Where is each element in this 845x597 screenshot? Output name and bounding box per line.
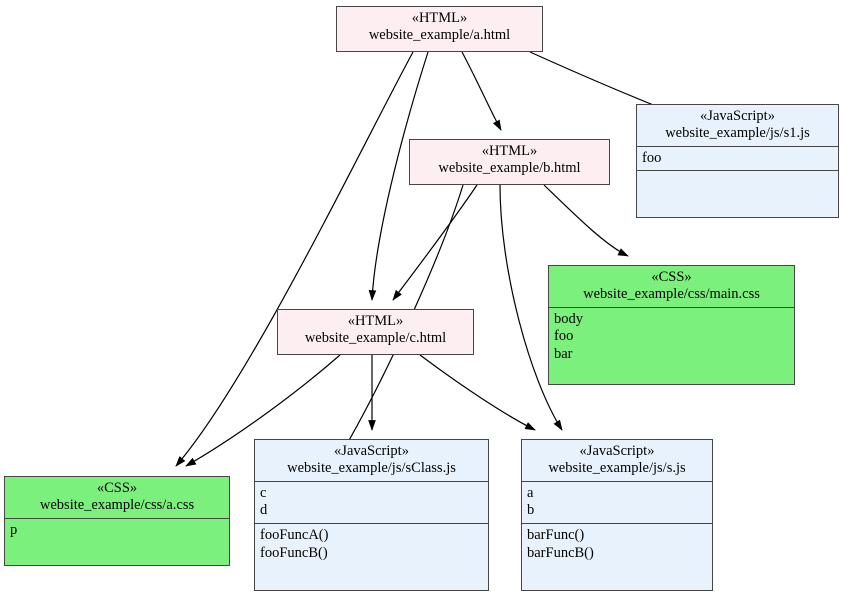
attribute-item: a	[527, 484, 534, 501]
attribute-item: foo	[554, 328, 574, 345]
node-b_html[interactable]: «HTML»website_example/b.html	[409, 139, 610, 185]
stereotype-label: «HTML»	[347, 313, 404, 329]
attribute-item: foo	[642, 149, 662, 166]
method-item: barFunc()	[527, 527, 585, 543]
node-title: website_example/js/s.js	[548, 459, 686, 476]
stereotype-label: «HTML»	[481, 143, 538, 159]
node-a_html[interactable]: «HTML»website_example/a.html	[336, 6, 543, 52]
attribute-item: body	[554, 310, 583, 327]
node-c_html[interactable]: «HTML»website_example/c.html	[277, 309, 474, 355]
attribute-item: b	[527, 502, 535, 519]
node-title: website_example/js/sClass.js	[287, 459, 456, 476]
node-sclass_js[interactable]: «JavaScript»website_example/js/sClass.js…	[254, 439, 489, 591]
stereotype-label: «JavaScript»	[579, 443, 655, 459]
attributes-compartment-a_css: p	[5, 519, 229, 543]
node-header-s1_js: «JavaScript»website_example/js/s1.js	[637, 105, 838, 147]
edge-a_html-to-b_html	[461, 51, 502, 131]
node-header-a_html: «HTML»website_example/a.html	[337, 7, 542, 48]
stereotype-label: «HTML»	[411, 10, 468, 26]
node-title: website_example/css/main.css	[583, 285, 760, 302]
node-title: website_example/a.html	[368, 26, 511, 43]
method-item: fooFuncA()	[260, 527, 329, 543]
edge-b_html-to-c_html	[392, 184, 478, 301]
node-title: website_example/css/a.css	[39, 496, 195, 513]
methods-compartment-sclass_js: fooFuncA()fooFuncB()	[255, 524, 488, 565]
node-header-sclass_js: «JavaScript»website_example/js/sClass.js	[255, 440, 488, 482]
edge-b_html-to-main_css	[543, 184, 629, 257]
method-item: barFuncB()	[527, 544, 594, 561]
edge-a_html-to-a_css	[175, 51, 414, 467]
stereotype-label: «CSS»	[96, 480, 138, 496]
attribute-item: c	[260, 484, 267, 501]
node-header-main_css: «CSS»website_example/css/main.css	[549, 266, 794, 308]
node-title: website_example/js/s1.js	[665, 124, 810, 141]
node-header-c_html: «HTML»website_example/c.html	[278, 310, 473, 351]
stereotype-label: «CSS»	[651, 269, 692, 285]
stereotype-label: «JavaScript»	[700, 108, 775, 124]
edge-a_html-to-s1_js	[529, 51, 672, 113]
dependency-edges	[175, 51, 672, 467]
attribute-item: bar	[554, 346, 573, 362]
node-title: website_example/b.html	[438, 159, 581, 176]
attribute-item: p	[10, 521, 18, 538]
edge-c_html-to-s_js	[419, 354, 536, 431]
empty-compartment-s1_js	[637, 171, 838, 201]
attributes-compartment-s1_js: foo	[637, 147, 838, 172]
node-header-s_js: «JavaScript»website_example/js/s.js	[522, 440, 712, 482]
method-item: fooFuncB()	[260, 544, 328, 561]
stereotype-label: «JavaScript»	[334, 443, 409, 459]
attribute-item: d	[260, 502, 268, 519]
methods-compartment-s_js: barFunc()barFuncB()	[522, 524, 712, 565]
node-header-a_css: «CSS»website_example/css/a.css	[5, 477, 229, 519]
node-header-b_html: «HTML»website_example/b.html	[410, 140, 609, 181]
node-title: website_example/c.html	[304, 329, 447, 346]
